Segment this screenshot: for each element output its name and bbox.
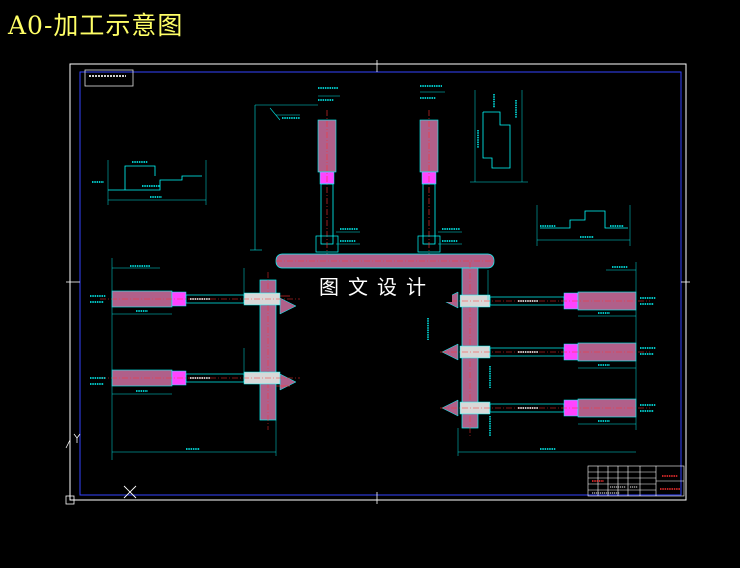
right-spindle-middle [440,342,650,362]
detail-profile-left-labels [92,161,162,198]
corner-tag-box [84,69,134,87]
title-block-marks [592,475,680,490]
detail-profile-top-right-labels [477,94,517,148]
top-spindle-right [417,110,441,255]
detail-profile-right [536,205,631,246]
watermark-text: 图文设计 [302,272,452,302]
top-spindle-left [315,110,339,255]
inner-frame [79,71,682,496]
right-dimension-labels [427,266,656,450]
detail-profile-right-labels [540,225,624,238]
page-title: A0-加工示意图 [8,11,184,40]
top-dimensions [250,91,462,251]
detail-profile-left [107,160,207,205]
top-crossbar [275,253,495,269]
title-block-text-marks [592,486,638,494]
right-spindle-upper [440,291,650,311]
top-dimension-labels [282,85,460,242]
ucs-y-axis-icon [65,433,81,505]
frame-center-marks [66,60,690,504]
left-dimension-labels [90,265,210,450]
detail-profile-top-right [470,90,528,183]
x-cross-icon [123,485,137,499]
right-dimensions [457,262,637,456]
left-dimensions [111,258,277,460]
